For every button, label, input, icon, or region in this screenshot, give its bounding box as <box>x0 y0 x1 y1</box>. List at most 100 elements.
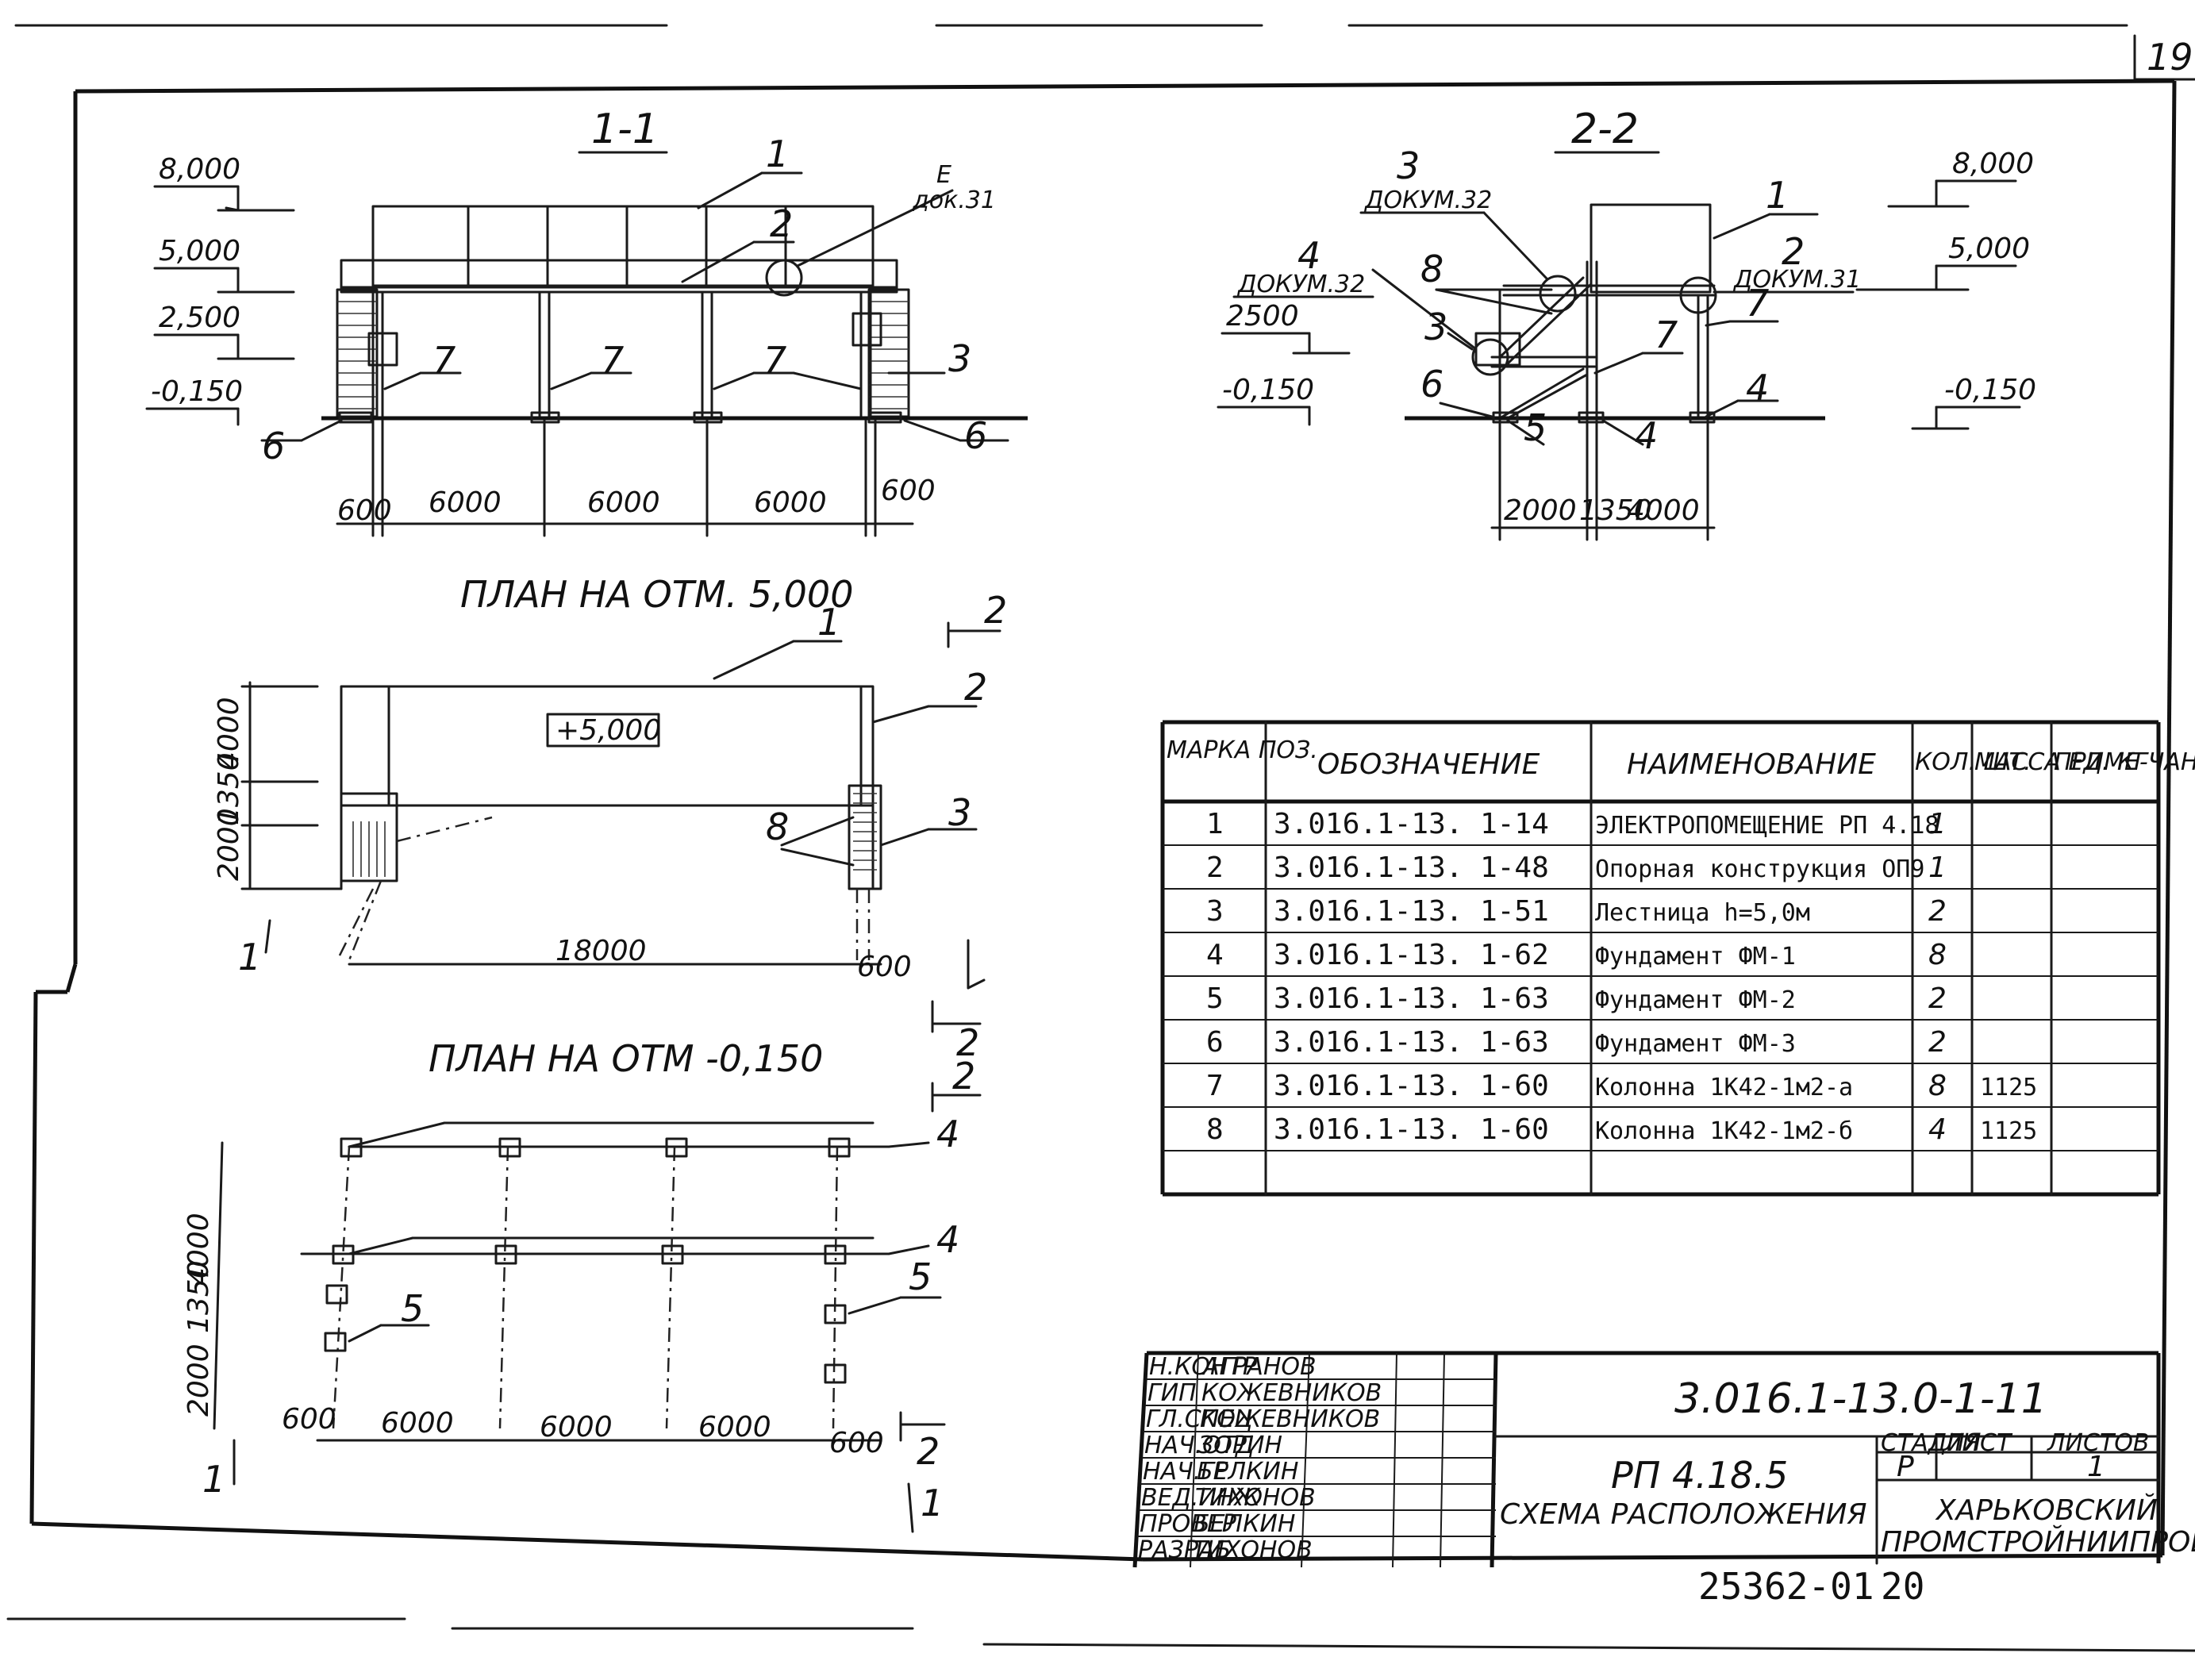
plan-m0150-dim-6000a: 6000 <box>381 1407 454 1440</box>
signer-role: ПРОВЕР <box>1140 1510 1237 1538</box>
signer-name: КОЖЕВНИКОВ <box>1200 1405 1380 1433</box>
doc-code: 3.016.1-13.0-1-11 <box>1674 1375 2047 1423</box>
cell-name: Фундамент ФМ-3 <box>1595 1030 1796 1058</box>
s2-level-m0150a: -0,150 <box>1222 374 1314 406</box>
cell-name: Колонна 1К42-1м2-а <box>1595 1074 1853 1101</box>
plan-5000-cut-2: 2 <box>984 589 1007 632</box>
cell-name: Колонна 1К42-1м2-б <box>1595 1117 1853 1145</box>
plan-m0150-dim-600a: 600 <box>282 1403 336 1436</box>
plan-m0150-cut-2b: 2 <box>917 1430 940 1473</box>
signer-name: ТИХОНОВ <box>1192 1536 1313 1564</box>
s2-label-4a: 4 <box>1635 414 1658 457</box>
s2-label-4b: 4 <box>1746 367 1769 409</box>
cell-mass: 1125 <box>1980 1117 2037 1145</box>
sheets-value: 1 <box>2087 1451 2105 1483</box>
foundation-marks <box>324 1137 851 1384</box>
plan-m0150-dim-600b: 600 <box>829 1427 884 1459</box>
plan-5000-cut-2b: 2 <box>956 1021 979 1064</box>
s2-label-3: 3 <box>1424 306 1447 348</box>
cell-qty: 2 <box>1928 895 1947 928</box>
cell-qty: 8 <box>1928 939 1947 971</box>
s2-dim-1350: 1350 <box>1579 494 1652 527</box>
s2-level-2500: 2500 <box>1226 300 1299 333</box>
cell-name: Фундамент ФМ-1 <box>1595 943 1796 971</box>
plan-m0150-label-4b: 4 <box>936 1218 959 1261</box>
section-1-label-7b: 7 <box>601 339 624 382</box>
section-1-title: 1-1 <box>591 106 659 153</box>
org-line-1: ХАРЬКОВСКИЙ <box>1935 1494 2158 1527</box>
signer-name: АГРАНОВ <box>1201 1353 1317 1381</box>
s2-dim-2000: 2000 <box>1504 494 1577 527</box>
cell-pos: 8 <box>1206 1113 1224 1146</box>
plan-5000-cut-1: 1 <box>238 936 261 978</box>
section-1-1: 1-1 8,000 5,000 2,500 -0,150 <box>145 106 1028 537</box>
s2-callout-2: 2 <box>1782 230 1805 273</box>
cell-name: Фундамент ФМ-2 <box>1595 986 1796 1014</box>
dim-600b: 600 <box>881 475 936 507</box>
section-1-dims: 600 6000 6000 6000 600 <box>336 419 936 537</box>
stage-value: Р <box>1897 1451 1914 1483</box>
signer-role: Н.КОНТР <box>1149 1353 1258 1381</box>
section-1-callout-doc: док.31 <box>912 186 996 214</box>
cell-name: Опорная конструкция ОП9 <box>1595 855 1924 883</box>
plan-m0150-label-5a: 5 <box>401 1287 424 1330</box>
plan-5000-dim-1350: 1350 <box>213 752 245 825</box>
section-1-label-3: 3 <box>948 337 971 380</box>
section-2-title: 2-2 <box>1571 106 1639 153</box>
cell-code: 3.016.1-13. 1-62 <box>1274 939 1549 971</box>
sheets-label: ЛИСТОВ <box>2047 1429 2149 1457</box>
footer-page: 20 <box>1881 1565 1924 1608</box>
dim-6000a: 6000 <box>429 486 502 519</box>
signer-role: ГЛ.СПЕЦ <box>1146 1405 1253 1433</box>
cell-code: 3.016.1-13. 1-60 <box>1274 1070 1549 1102</box>
cell-qty: 4 <box>1928 1113 1947 1146</box>
s2-label-5: 5 <box>1524 406 1547 449</box>
plan-m0150-dim-1350: 1350 <box>183 1260 215 1333</box>
plan-m0150-cut-1: 1 <box>202 1458 225 1501</box>
plan-5000-dim-600: 600 <box>857 951 912 983</box>
s2-callout-4-doc: ДОКУМ.32 <box>1236 271 1365 298</box>
th-name: НАИМЕНОВАНИЕ <box>1627 748 1876 781</box>
cell-code: 3.016.1-13. 1-48 <box>1274 852 1549 884</box>
level-5000: 5,000 <box>159 235 240 267</box>
s2-label-7a: 7 <box>1655 313 1678 356</box>
cell-mass: 1125 <box>1980 1074 2037 1101</box>
th-code: ОБОЗНАЧЕНИЕ <box>1317 748 1540 781</box>
signer-role: ГИП <box>1147 1379 1197 1407</box>
cell-qty: 1 <box>1928 852 1947 884</box>
level-2500: 2,500 <box>159 302 240 334</box>
cell-pos: 7 <box>1206 1070 1224 1102</box>
plan-m0150-label-4a: 4 <box>936 1113 959 1155</box>
plan-5000: ПЛАН НА ОТМ. 5,000 2 1 +5,000 1 2 3 8 <box>213 573 1007 1064</box>
dim-6000c: 6000 <box>754 486 827 519</box>
th-note: ПРИМЕ-ЧАНИЕ <box>2054 748 2195 776</box>
cell-qty: 8 <box>1928 1070 1947 1102</box>
dim-600a: 600 <box>337 494 392 527</box>
s2-level-5000: 5,000 <box>1948 233 2030 265</box>
footer-number: 25362-01 <box>1698 1565 1874 1608</box>
sheet-footer: 25362-01 20 <box>6 1565 2195 1652</box>
cell-qty: 2 <box>1928 1026 1947 1059</box>
s2-callout-3-doc: ДОКУМ.32 <box>1363 186 1492 214</box>
s2-label-8: 8 <box>1420 248 1443 290</box>
s2-label-7b: 7 <box>1746 282 1769 325</box>
cell-name: Лестница h=5,0м <box>1595 899 1810 927</box>
s2-dim-4000: 4000 <box>1627 494 1700 527</box>
sheet-label: ЛИСТ <box>1943 1429 2013 1457</box>
plan-m0150-dim-4000: 4000 <box>183 1213 215 1286</box>
sheet-header: 19 <box>14 24 2195 81</box>
s2-callout-4: 4 <box>1297 234 1320 277</box>
plan-5000-label-3: 3 <box>948 791 971 834</box>
plan-5000-title: ПЛАН НА ОТМ. 5,000 <box>460 573 853 616</box>
cell-pos: 6 <box>1206 1026 1224 1059</box>
plan-m0150-dim-6000c: 6000 <box>698 1411 771 1444</box>
sheet-number: 19 <box>2147 36 2193 79</box>
